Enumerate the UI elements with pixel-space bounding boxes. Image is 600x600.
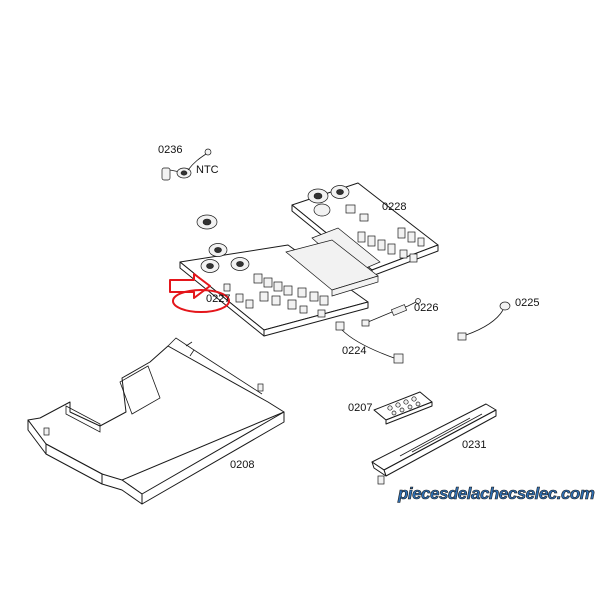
callout-0207: 0207 <box>348 402 373 414</box>
site-watermark: piecesdelachecselec.com <box>398 484 596 504</box>
callout-0224: 0224 <box>342 345 367 357</box>
part-0227-induction-board <box>179 214 379 337</box>
part-0208-base-tray <box>27 337 285 505</box>
highlight-arrow <box>169 273 211 299</box>
callout-0231: 0231 <box>462 439 487 451</box>
part-0207-keypad <box>373 391 433 425</box>
part-0236-ntc-sensor <box>161 148 212 181</box>
part-0225-cable <box>457 301 511 341</box>
highlight-ellipse <box>172 289 230 313</box>
callout-ntc: NTC <box>196 164 219 176</box>
callout-0228: 0228 <box>382 201 407 213</box>
part-0226-cable <box>361 298 421 327</box>
highlight-marker <box>169 273 230 313</box>
callout-0236: 0236 <box>158 144 183 156</box>
callout-0227: 0227 <box>206 293 231 305</box>
part-0231-front-profile <box>371 403 497 485</box>
callout-0225: 0225 <box>515 297 540 309</box>
callout-0208: 0208 <box>230 459 255 471</box>
part-0224-cable <box>335 321 404 364</box>
callout-0226: 0226 <box>414 302 439 314</box>
